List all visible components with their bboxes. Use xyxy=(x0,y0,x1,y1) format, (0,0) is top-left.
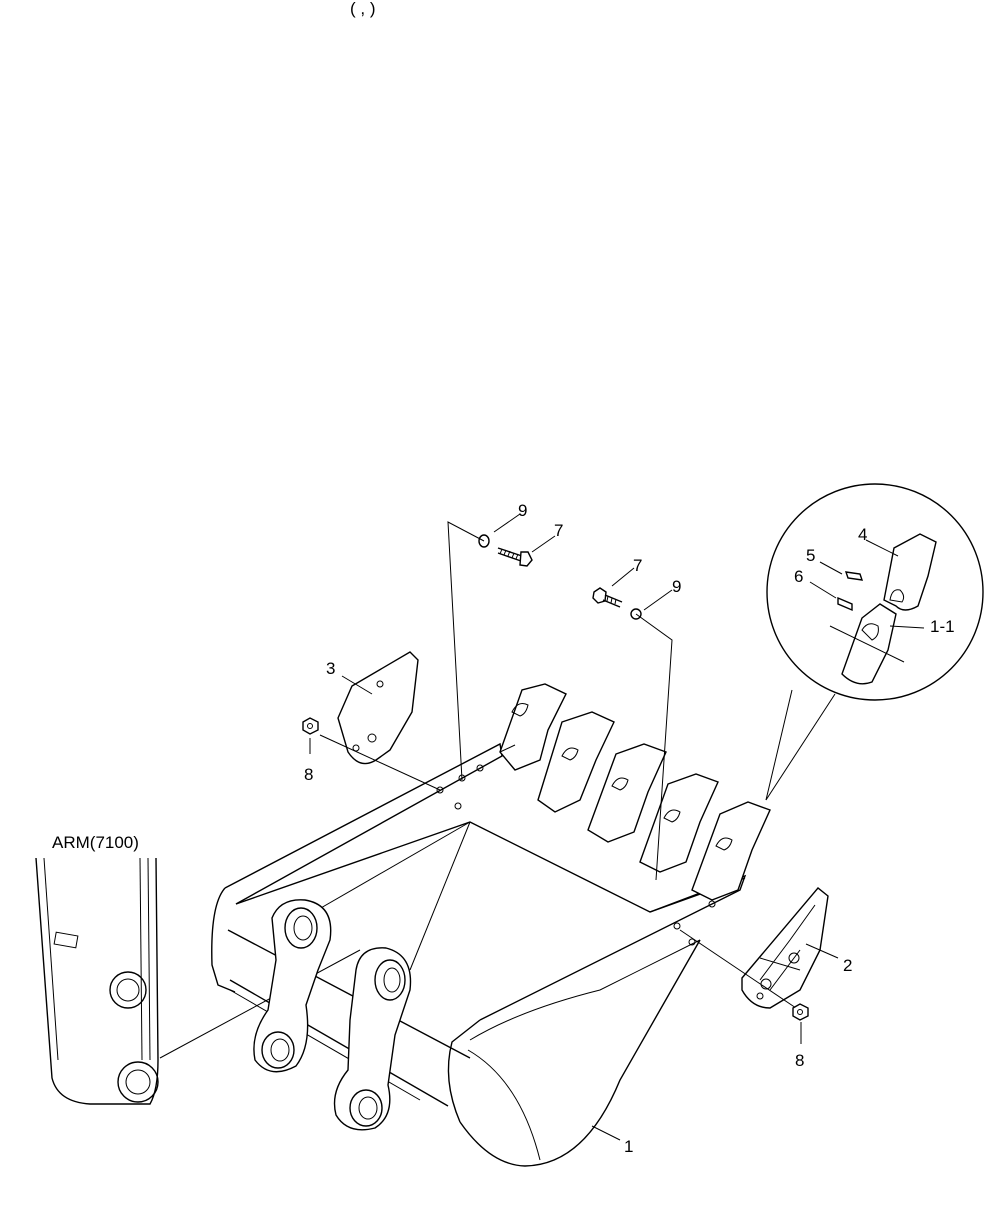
arm-part xyxy=(35,857,159,1105)
callout-7-right: 7 xyxy=(633,556,642,575)
callout-2: 2 xyxy=(843,956,852,975)
detail-callout-1-1: 1-1 xyxy=(930,617,955,636)
side-cutter-left xyxy=(337,651,419,765)
callout-3: 3 xyxy=(326,659,335,678)
callout-leaders xyxy=(309,513,925,1141)
bolt-left xyxy=(497,547,533,567)
side-cutter-right xyxy=(741,887,829,1009)
nut-left xyxy=(302,717,319,735)
nut-right xyxy=(792,1003,809,1021)
detail-callout-4: 4 xyxy=(858,525,867,544)
detail-callout-5: 5 xyxy=(806,546,815,565)
detail-callout-6: 6 xyxy=(794,567,803,586)
callout-1: 1 xyxy=(624,1137,633,1156)
callout-7-left: 7 xyxy=(554,521,563,540)
washer-right xyxy=(630,608,642,620)
callout-9-right: 9 xyxy=(672,577,681,596)
header-fragment: ( , ) xyxy=(350,0,376,18)
arm-label: ARM(7100) xyxy=(52,833,139,852)
bolt-right xyxy=(592,587,623,608)
detail-view xyxy=(765,483,984,801)
bucket-teeth xyxy=(499,683,771,901)
bucket-body xyxy=(211,742,747,1167)
washer-left xyxy=(478,534,490,548)
callout-8-left: 8 xyxy=(304,765,313,784)
callout-8-right: 8 xyxy=(795,1051,804,1070)
callout-9-left: 9 xyxy=(518,501,527,520)
